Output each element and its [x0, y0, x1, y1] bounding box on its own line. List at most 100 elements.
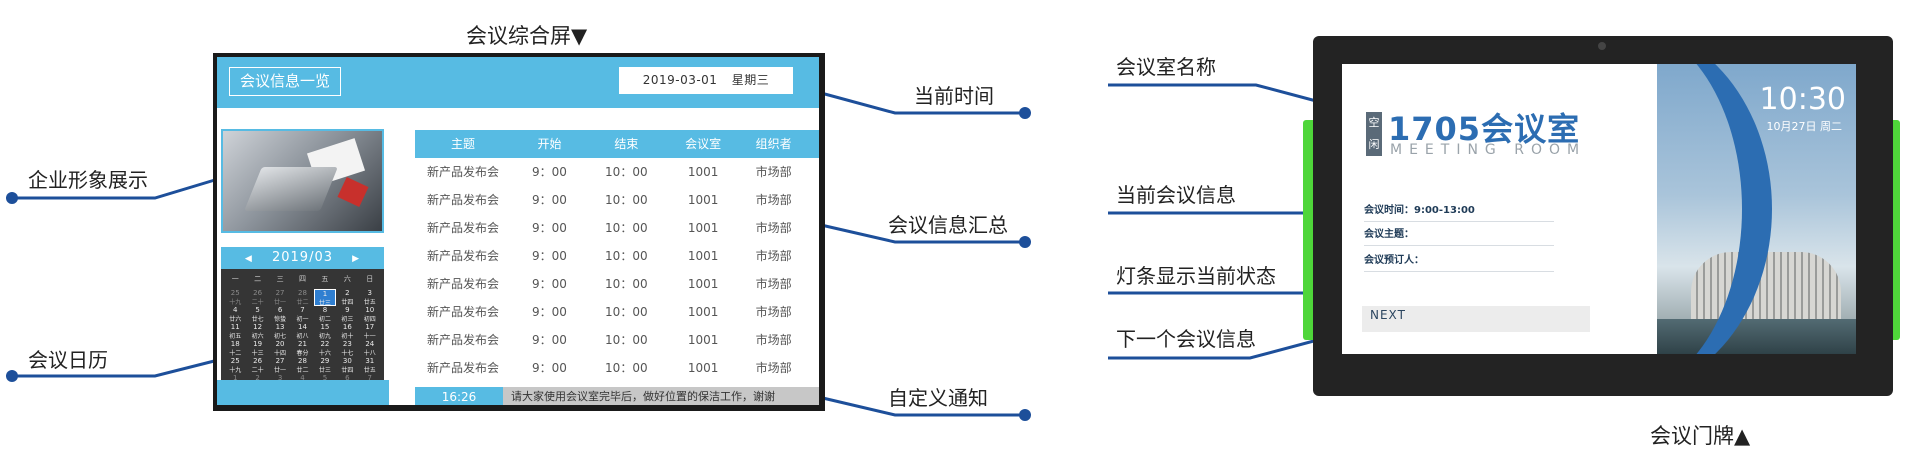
calendar-day-number: 24	[365, 340, 375, 348]
calendar-day-lunar: 初五	[229, 333, 242, 340]
doorplate-screen: 空闲 1705会议室 MEETING ROOM 10:30 10月27日 周二 …	[1342, 64, 1856, 354]
calendar-day-lunar: 十六	[318, 350, 331, 357]
callout-corporate-image: 企业形象展示	[28, 168, 148, 192]
table-cell: 9：00	[532, 165, 567, 179]
doorplate-clock: 10:30	[1759, 82, 1846, 117]
calendar-next-icon[interactable]: ▶	[352, 254, 361, 264]
calendar-day-lunar: 十二	[229, 350, 242, 357]
table-cell: 市场部	[755, 277, 792, 291]
table-header-cell: 开始	[537, 137, 562, 151]
calendar-day-lunar: 十九	[229, 299, 242, 306]
calendar-day-lunar: 初一	[296, 316, 309, 323]
calendar-day-lunar: 初二	[318, 316, 331, 323]
doorplate-date: 10月27日 周二	[1766, 120, 1843, 133]
table-cell: 新产品发布会	[427, 305, 500, 319]
calendar-day[interactable]: 7 初一	[291, 306, 313, 323]
table-cell: 9：00	[532, 249, 567, 263]
table-cell: 9：00	[532, 361, 567, 375]
callout-light-bar: 灯条显示当前状态	[1116, 264, 1276, 288]
calendar-weekday: 五	[321, 275, 329, 283]
table-cell: 新产品发布会	[427, 193, 500, 207]
photo-laptop	[244, 167, 338, 211]
calendar-day-lunar: 十七	[341, 350, 354, 357]
table-cell: 市场部	[755, 221, 792, 235]
calendar-day-number: 7	[300, 306, 305, 314]
calendar-day-lunar: 廿二	[296, 367, 309, 374]
table-cell: 10：00	[605, 361, 648, 375]
table-cell: 市场部	[755, 333, 792, 347]
calendar-weekday: 一	[231, 275, 239, 283]
table-cell: 市场部	[755, 165, 792, 179]
callout-next-meeting: 下一个会议信息	[1116, 327, 1256, 351]
calendar-day-lunar: 十四	[274, 350, 287, 357]
calendar-day-number: 27	[275, 357, 285, 365]
calendar-day-number: 14	[298, 323, 307, 331]
table-cell: 市场部	[755, 249, 792, 263]
calendar-day-lunar: 廿三	[318, 300, 331, 307]
calendar-day-lunar: 廿三	[318, 367, 331, 374]
table-cell: 1001	[687, 333, 719, 347]
water-shape	[1657, 319, 1856, 354]
calendar-day-lunar: 十九	[229, 367, 242, 374]
calendar-day-lunar: 初六	[251, 333, 264, 340]
calendar-day-lunar: 初三	[341, 316, 354, 323]
calendar-day-number: 26	[253, 357, 263, 365]
calendar-prev-icon[interactable]: ◀	[244, 254, 253, 264]
camera-icon	[1598, 42, 1606, 50]
table-cell: 新产品发布会	[427, 221, 500, 235]
table-cell: 新产品发布会	[427, 165, 500, 179]
calendar-day-lunar: 廿四	[341, 367, 354, 374]
screen-title: 会议信息一览	[229, 67, 342, 96]
calendar-day-number: 6	[277, 306, 283, 314]
notice-text: 请大家使用会议室完毕后，做好位置的保洁工作，谢谢	[511, 390, 775, 403]
notice-bar: 16:26 请大家使用会议室完毕后，做好位置的保洁工作，谢谢	[415, 387, 819, 405]
calendar-day-lunar: 廿二	[296, 299, 309, 306]
callout-room-name: 会议室名称	[1116, 55, 1216, 79]
table-cell: 10：00	[605, 165, 648, 179]
calendar-day-lunar: 春分	[296, 350, 309, 357]
table-cell: 新产品发布会	[427, 361, 500, 375]
